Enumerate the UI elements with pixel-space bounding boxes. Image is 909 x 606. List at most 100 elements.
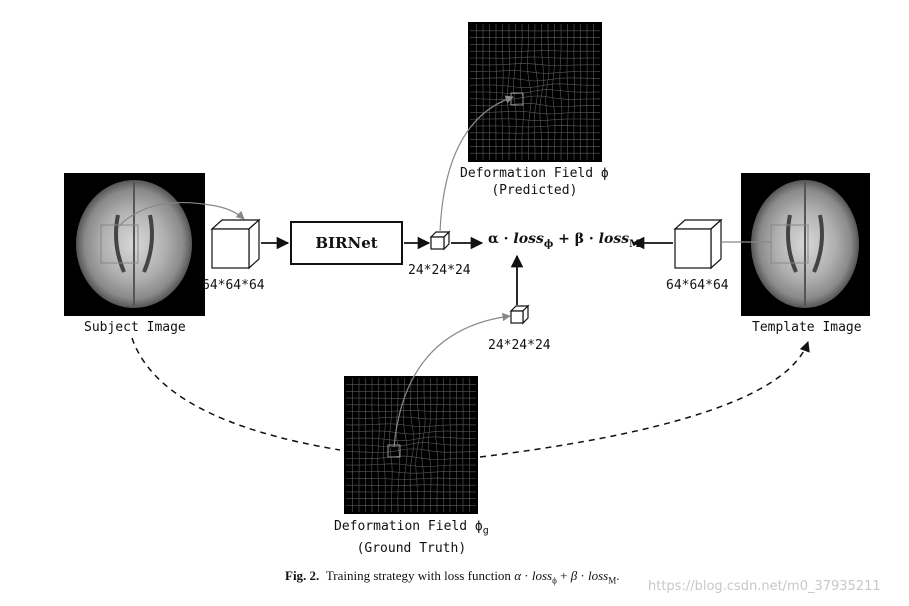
loss-phi-sub: ϕ xyxy=(543,238,554,250)
caption-prefix: Fig. 2. xyxy=(285,568,320,583)
caption-dot-1: · xyxy=(521,568,532,583)
grid-line xyxy=(346,477,476,480)
grid-line xyxy=(371,378,373,512)
template-size-label: 64*64*64 xyxy=(666,278,729,293)
caption-plus: + xyxy=(556,568,571,583)
grid-line xyxy=(501,24,504,160)
grid-line xyxy=(470,70,601,74)
grid-line xyxy=(495,24,497,160)
caption-loss-1: loss xyxy=(531,568,553,583)
grid-line xyxy=(580,24,582,160)
grid-line xyxy=(539,23,544,160)
template-cube xyxy=(673,218,723,270)
caption-dot-2: · xyxy=(577,568,589,583)
ground-truth-field-title: Deformation Field ϕg xyxy=(334,518,489,540)
grid-line xyxy=(449,378,452,512)
figure-caption: Fig. 2. Training strategy with loss func… xyxy=(285,568,620,586)
caption-m: M xyxy=(608,575,617,586)
grid-line xyxy=(470,132,600,134)
grid-line xyxy=(383,378,386,512)
grid-line xyxy=(533,23,539,160)
grid-line xyxy=(346,471,476,474)
ground-truth-field-subtitle: (Ground Truth) xyxy=(356,540,467,556)
ground-truth-field-title-sub: g xyxy=(482,525,489,537)
grid-line xyxy=(470,56,600,59)
grid-line xyxy=(573,24,576,160)
small-cube-to-predicted-connector xyxy=(439,95,514,233)
birnet-label: BIRNet xyxy=(315,234,378,252)
loss-dot-2: · xyxy=(584,231,599,247)
subject-image-panel xyxy=(64,173,205,316)
caption-alpha: α xyxy=(514,568,522,583)
grid-line xyxy=(346,448,477,453)
template-image-panel xyxy=(741,173,870,316)
grid-line xyxy=(428,378,432,512)
grid-line xyxy=(507,24,510,160)
grid-line xyxy=(346,410,476,412)
caption-text: Training strategy with loss function xyxy=(325,568,515,583)
birnet-box: BIRNet xyxy=(290,221,403,265)
loss-term-2: loss xyxy=(598,231,630,247)
loss-m-sub: M xyxy=(629,238,641,250)
grid-line xyxy=(456,378,458,512)
template-image-label: Template Image xyxy=(752,320,862,335)
grid-line xyxy=(513,24,517,160)
grid-line xyxy=(469,89,601,95)
ground-truth-field-title-text: Deformation Field ϕ xyxy=(334,519,483,534)
subject-image-label: Subject Image xyxy=(84,320,186,335)
ground-truth-small-cube xyxy=(509,304,530,325)
loss-alpha: α xyxy=(488,231,499,247)
predicted-field-label: Deformation Field ϕ (Predicted) xyxy=(460,165,609,199)
grid-line xyxy=(470,110,601,115)
grid-line xyxy=(470,50,600,52)
caption-beta: β xyxy=(570,568,578,583)
caption-loss-2: loss xyxy=(588,568,609,583)
subject-to-cube-connector xyxy=(118,201,245,227)
grid-line xyxy=(345,455,476,460)
ground-truth-size-label: 24*24*24 xyxy=(488,338,551,353)
grid-line xyxy=(415,377,421,513)
ground-truth-field-label: Deformation Field ϕg (Ground Truth) xyxy=(334,518,489,557)
grid-line xyxy=(469,102,600,108)
grid-line xyxy=(421,378,426,513)
grid-line xyxy=(520,23,524,160)
ground-truth-to-small-cube-connector xyxy=(393,312,511,448)
loss-formula: α · lossϕ + β · lossM xyxy=(488,231,640,250)
grid-line xyxy=(469,83,600,88)
ground-truth-field-panel xyxy=(344,376,478,514)
grid-line xyxy=(346,430,477,435)
grid-line xyxy=(346,397,476,399)
predicted-size-label: 24*24*24 xyxy=(408,263,471,278)
grid-line xyxy=(442,378,445,512)
loss-dot-1: · xyxy=(498,231,514,247)
loss-plus: + xyxy=(553,231,575,247)
grid-line xyxy=(545,24,550,161)
grid-line xyxy=(470,43,600,46)
predicted-field-panel xyxy=(468,22,602,162)
grid-line xyxy=(470,118,600,121)
watermark: https://blog.csdn.net/m0_37935211 xyxy=(648,579,881,594)
subject-dashed-link xyxy=(131,337,341,451)
predicted-field-subtitle: (Predicted) xyxy=(491,183,578,198)
grid-line xyxy=(345,436,476,441)
grid-line xyxy=(470,125,600,128)
loss-term-1: loss xyxy=(513,231,544,247)
grid-line xyxy=(435,378,439,512)
grid-line xyxy=(346,404,476,406)
caption-end: . xyxy=(616,568,620,583)
grid-line xyxy=(566,24,569,160)
subject-cube xyxy=(210,218,261,270)
predicted-small-cube xyxy=(429,230,451,251)
subject-size-label: 64*64*64 xyxy=(202,278,265,293)
template-dashed-link xyxy=(479,341,810,458)
grid-line xyxy=(346,423,477,427)
caption-phi: ϕ xyxy=(552,575,557,586)
grid-line xyxy=(559,24,563,160)
grid-line xyxy=(470,77,601,82)
grid-line xyxy=(409,377,415,512)
grid-line xyxy=(345,442,477,448)
grid-line xyxy=(470,95,601,100)
grid-line xyxy=(346,484,476,486)
loss-beta: β xyxy=(574,231,585,247)
